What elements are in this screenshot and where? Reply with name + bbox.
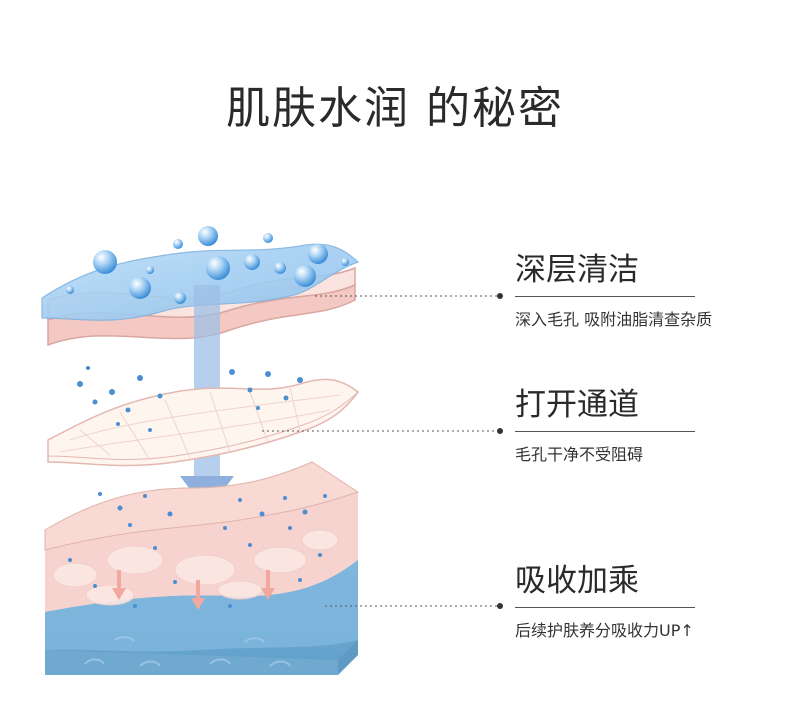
callout-absorption-boost: 吸收加乘 后续护肤养分吸收力UP↑	[515, 566, 695, 641]
callout-description: 后续护肤养分吸收力UP↑	[515, 621, 694, 640]
water-droplets	[68, 366, 327, 608]
callout-deep-cleansing: 深层清洁 深入毛孔 吸附油脂清查杂质	[515, 255, 712, 330]
leader-dots	[497, 293, 503, 609]
middle-mesh-layer	[47, 378, 360, 467]
leader-lines	[262, 295, 498, 607]
water-bubbles	[66, 226, 349, 304]
callout-heading: 打开通道	[515, 387, 639, 423]
callout-description: 深入毛孔 吸附油脂清查杂质	[515, 310, 713, 329]
callout-heading: 吸收加乘	[515, 563, 639, 599]
callout-open-channel: 打开通道 毛孔干净不受阻碍	[515, 390, 695, 465]
callout-description: 毛孔干净不受阻碍	[515, 445, 644, 464]
callout-divider	[515, 607, 695, 608]
callout-divider	[515, 431, 695, 432]
absorb-arrows	[112, 570, 275, 610]
page-title: 肌肤水润 的秘密	[226, 83, 564, 134]
callout-divider	[515, 296, 695, 297]
skin-cross-section	[44, 461, 360, 675]
callout-heading: 深层清洁	[515, 252, 639, 288]
